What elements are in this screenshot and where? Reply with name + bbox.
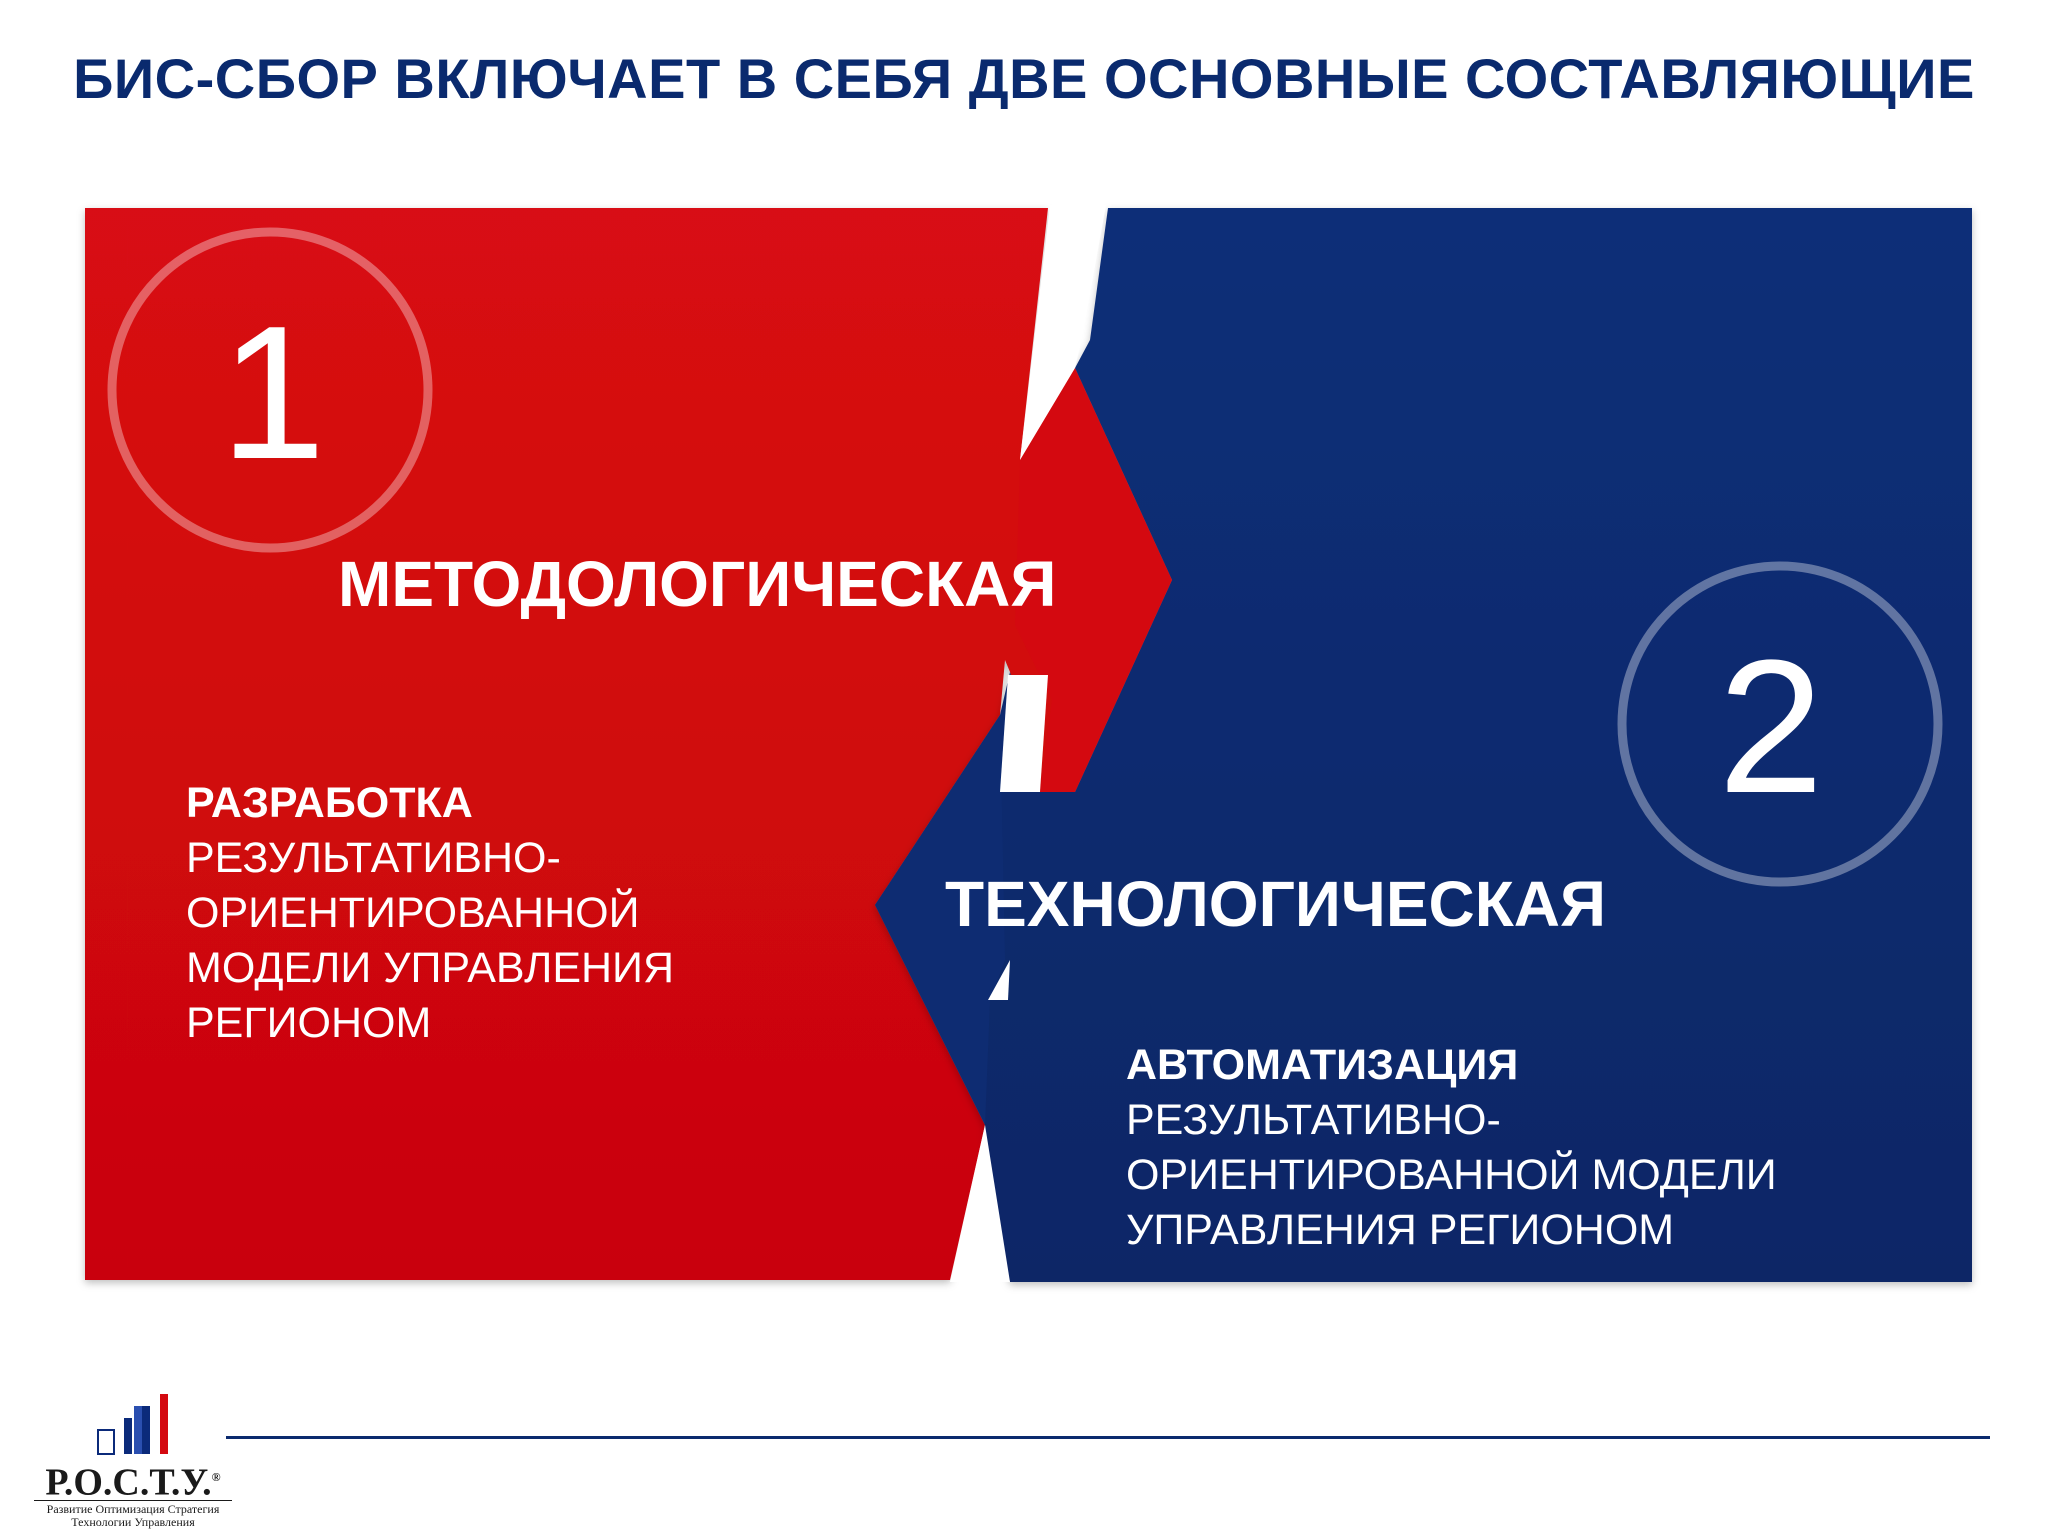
separator-gap (950, 1125, 1010, 1282)
separator-gap (988, 960, 1010, 1000)
rostu-logo: Р.О.С.Т.У.® Развитие Оптимизация Стратег… (28, 1388, 238, 1529)
component-1-description: РАЗРАБОТКА РЕЗУЛЬТАТИВНО-ОРИЕНТИРОВАННОЙ… (186, 776, 746, 1051)
footer-divider (226, 1436, 1990, 1439)
separator-gap (1020, 205, 1106, 460)
logo-tagline: Развитие Оптимизация Стратегия Технологи… (46, 1502, 220, 1529)
component-1-desc-lead: РАЗРАБОТКА (186, 779, 473, 827)
component-2-desc-lead: АВТОМАТИЗАЦИЯ (1126, 1041, 1519, 1089)
logo-name: Р.О.С.Т.У.® (45, 1461, 221, 1504)
slide-title: БИС-СБОР ВКЛЮЧАЕТ В СЕБЯ ДВЕ ОСНОВНЫЕ СО… (73, 47, 1975, 110)
separator-gap (1000, 675, 1048, 792)
component-1-desc-rest: РЕЗУЛЬТАТИВНО-ОРИЕНТИРОВАННОЙ МОДЕЛИ УПР… (186, 834, 675, 1047)
bar-chart-logo-icon (97, 1394, 168, 1455)
component-2-number: 2 (1718, 621, 1824, 833)
blue-panel (875, 208, 1972, 1282)
red-arrow (1015, 368, 1172, 792)
logo-underline (34, 1500, 232, 1501)
component-1-label: МЕТОДОЛОГИЧЕСКАЯ (338, 548, 1057, 620)
circle-2 (1617, 561, 1943, 887)
component-2-description: АВТОМАТИЗАЦИЯ РЕЗУЛЬТАТИВНО-ОРИЕНТИРОВАН… (1126, 1038, 1886, 1258)
red-panel (85, 208, 1172, 1280)
component-1-number: 1 (220, 287, 326, 499)
blue-arrow (875, 715, 1005, 1125)
component-2-desc-rest: РЕЗУЛЬТАТИВНО-ОРИЕНТИРОВАННОЙ МОДЕЛИ УПР… (1126, 1096, 1777, 1254)
component-2-label: ТЕХНОЛОГИЧЕСКАЯ (945, 868, 1606, 940)
circle-1 (107, 227, 433, 553)
